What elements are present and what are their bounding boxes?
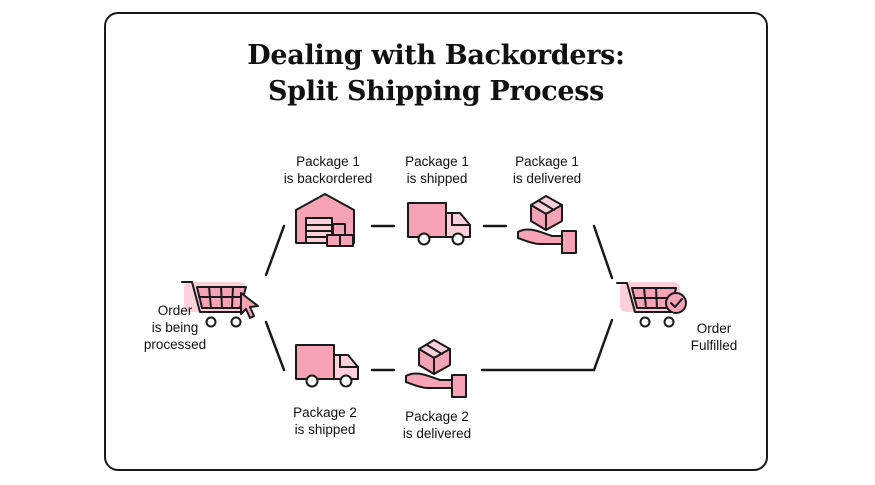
diagram-title: Dealing with Backorders: Split Shipping … (104, 38, 768, 110)
connector-order-to-p2-shipped (264, 320, 286, 372)
label-order-processing: Order is being processed (143, 303, 207, 352)
shopping-cart-cursor-icon (181, 281, 259, 328)
connector-order-to-backordered (264, 224, 286, 277)
label-p2-delivered: Package 2 is delivered (402, 409, 472, 441)
connector-p1-delivered-to-fulfilled (592, 224, 614, 280)
diagram-card (104, 12, 768, 471)
label-p2-shipped: Package 2 is shipped (293, 405, 357, 437)
delivery-truck-icon (295, 344, 359, 388)
label-p1-shipped: Package 1 is shipped (405, 154, 469, 186)
title-line-2: Split Shipping Process (267, 76, 605, 107)
label-p1-backordered: Package 1 is backordered (283, 154, 373, 186)
package-in-hand-icon (517, 195, 577, 254)
label-p1-delivered: Package 1 is delivered (512, 154, 582, 186)
delivery-truck-icon (407, 202, 471, 246)
label-order-fulfilled: Order Fulfilled (690, 321, 738, 353)
package-in-hand-icon (405, 339, 467, 398)
connector-into-fulfilled (592, 318, 614, 372)
title-line-1: Dealing with Backorders: (247, 40, 625, 71)
warehouse-icon (295, 193, 355, 247)
shopping-cart-check-icon (616, 282, 687, 328)
connectors (264, 224, 614, 372)
